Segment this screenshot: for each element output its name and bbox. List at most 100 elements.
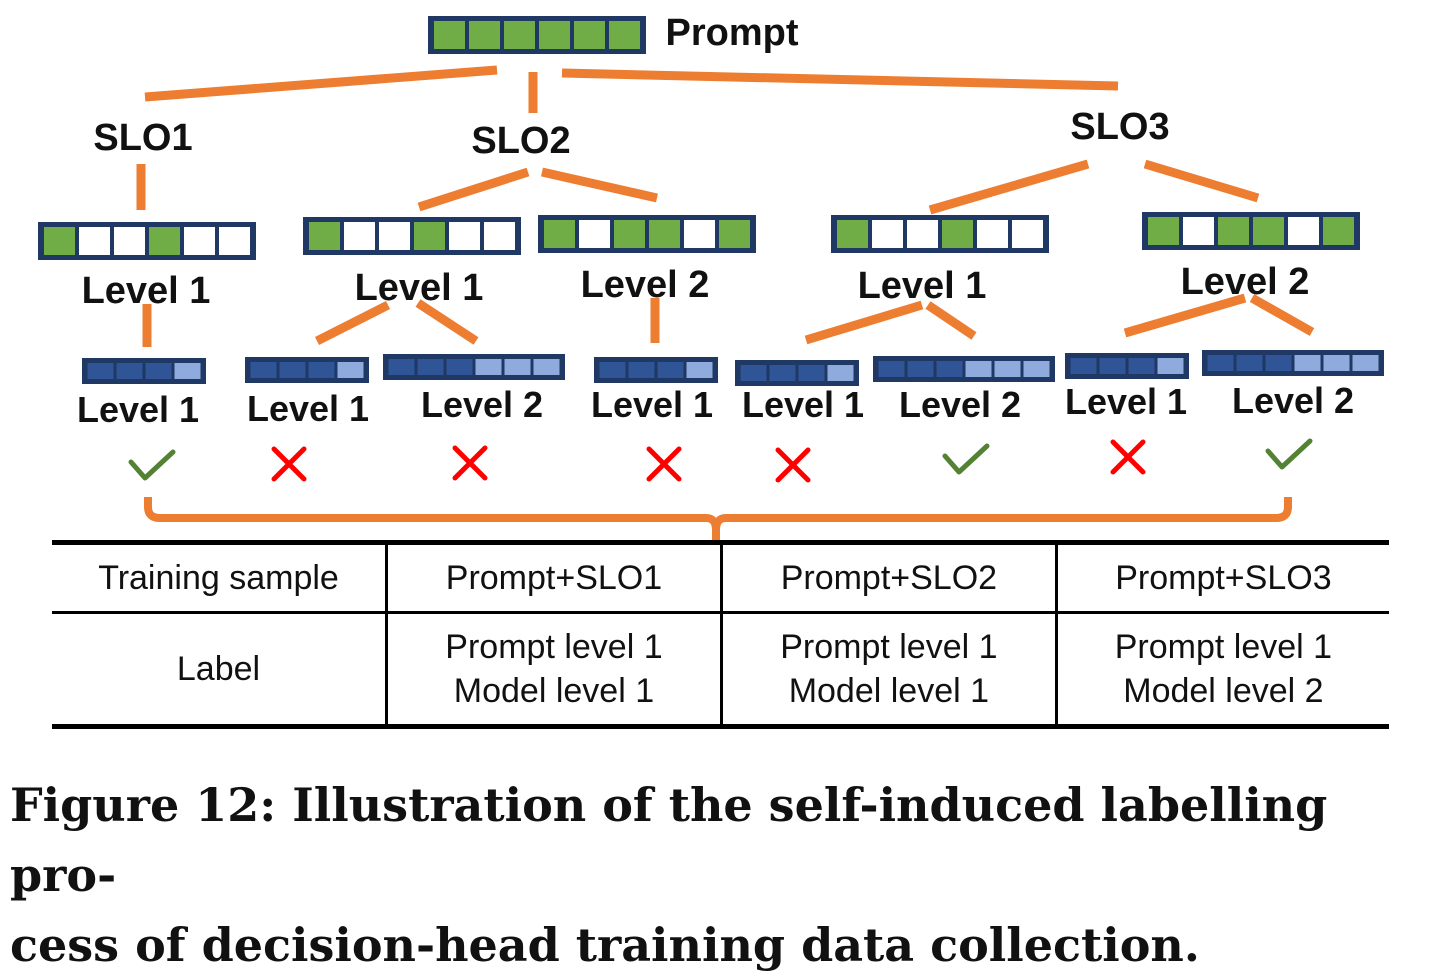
token-cell: [434, 21, 465, 49]
tree-edges: [136, 65, 1315, 540]
token-cell: [1323, 355, 1350, 371]
token-cell: [837, 220, 868, 248]
token-cell: [574, 21, 605, 49]
check-icon-8: [1265, 438, 1313, 470]
token-cell: [1207, 355, 1234, 371]
token-cell: [79, 227, 110, 255]
token-cell: [145, 363, 172, 379]
model-level-label-2: Level 1: [247, 388, 369, 429]
edge-slo2-level1: [417, 167, 530, 212]
model-level-label-8: Level 2: [1232, 380, 1354, 421]
edge-model: [925, 301, 977, 340]
token-cell: [533, 359, 560, 375]
slo3-title: SLO3: [1070, 106, 1169, 148]
token-cell: [942, 220, 973, 248]
token-cell: [1012, 220, 1043, 248]
token-cell: [977, 220, 1008, 248]
figure-caption: Figure 12: Illustration of the self-indu…: [10, 770, 1425, 980]
model-token-bar-1: [82, 358, 206, 384]
model-level-text: Model level 1: [453, 672, 655, 710]
model-level-label-4: Level 1: [591, 384, 713, 425]
token-cell: [174, 363, 201, 379]
token-cell: [87, 363, 114, 379]
edge-slo3-level2: [1143, 159, 1260, 203]
prompt-level-text: Prompt level 1: [780, 628, 998, 666]
token-cell: [872, 220, 903, 248]
edge-model: [1249, 294, 1315, 336]
check-icon-1: [128, 449, 176, 481]
token-cell: [1265, 355, 1292, 371]
edge-model: [804, 300, 924, 345]
token-cell: [1218, 217, 1249, 245]
token-cell: [684, 220, 715, 248]
model-token-bar-7: [1065, 353, 1189, 379]
token-cell: [798, 365, 825, 381]
token-cell: [184, 227, 215, 255]
token-cell: [539, 21, 570, 49]
token-cell: [449, 222, 480, 250]
token-cell: [414, 222, 445, 250]
token-cell: [994, 361, 1021, 377]
cross-stroke: [271, 446, 307, 482]
bracket: [144, 497, 1292, 540]
slo1-level1-label: Level 1: [82, 270, 211, 312]
token-cell: [686, 362, 713, 378]
token-cell: [1157, 358, 1184, 374]
slo2-title: SLO2: [471, 120, 570, 162]
cross-icon-7: [1110, 439, 1146, 475]
slo3-level1-token-bar: [831, 215, 1049, 253]
token-cell: [719, 220, 750, 248]
model-level-label-6: Level 2: [899, 384, 1021, 425]
token-cell: [308, 362, 335, 378]
label-header: Label: [176, 650, 261, 688]
model-level-text: Model level 1: [788, 672, 990, 710]
token-cell: [116, 363, 143, 379]
cross-stroke: [646, 446, 682, 482]
training-sample-header: Training sample: [52, 542, 387, 614]
model-level-label-1: Level 1: [77, 389, 199, 430]
model-token-bar-4: [594, 357, 718, 383]
token-cell: [446, 359, 473, 375]
training-sample-row: Training sample Prompt+SLO1 Prompt+SLO2 …: [52, 542, 1389, 614]
token-cell: [907, 220, 938, 248]
token-cell: [114, 227, 145, 255]
cross-stroke: [452, 445, 488, 481]
caption-line-2: cess of decision-head training data coll…: [10, 918, 1200, 972]
check-icon-6: [942, 443, 990, 475]
model-token-bar-6: [873, 356, 1055, 382]
cross-stroke: [775, 447, 811, 483]
model-token-bar-5: [735, 360, 859, 386]
token-cell: [614, 220, 645, 248]
model-level-label-3: Level 2: [421, 384, 543, 425]
token-cell: [279, 362, 306, 378]
token-cell: [44, 227, 75, 255]
cross-icon-2: [271, 446, 307, 482]
sample-cell-slo2: Prompt+SLO2: [719, 542, 1057, 614]
token-cell: [417, 359, 444, 375]
slo2-level2-label: Level 2: [581, 264, 710, 306]
token-cell: [740, 365, 767, 381]
token-cell: [504, 21, 535, 49]
label-row: Label Prompt level 1 Model level 1 Promp…: [52, 612, 1389, 727]
slo2-level2-token-bar: [538, 215, 756, 253]
model-token-bar-3: [383, 354, 565, 380]
token-cell: [1128, 358, 1155, 374]
caption-line-1: Figure 12: Illustration of the self-indu…: [10, 778, 1328, 902]
token-cell: [1294, 355, 1321, 371]
slo3-level2-token-bar: [1142, 212, 1360, 250]
token-cell: [628, 362, 655, 378]
token-cell: [504, 359, 531, 375]
token-cell: [1148, 217, 1179, 245]
token-cell: [827, 365, 854, 381]
slo3-level1-label: Level 1: [858, 265, 987, 307]
token-cell: [965, 361, 992, 377]
cross-icon-5: [775, 447, 811, 483]
model-level-label-5: Level 1: [742, 384, 864, 425]
token-cell: [250, 362, 277, 378]
sample-cell-slo1: Prompt+SLO1: [385, 542, 722, 614]
token-cell: [657, 362, 684, 378]
token-cell: [769, 365, 796, 381]
label-cell-slo2: Prompt level 1 Model level 1: [719, 612, 1057, 727]
